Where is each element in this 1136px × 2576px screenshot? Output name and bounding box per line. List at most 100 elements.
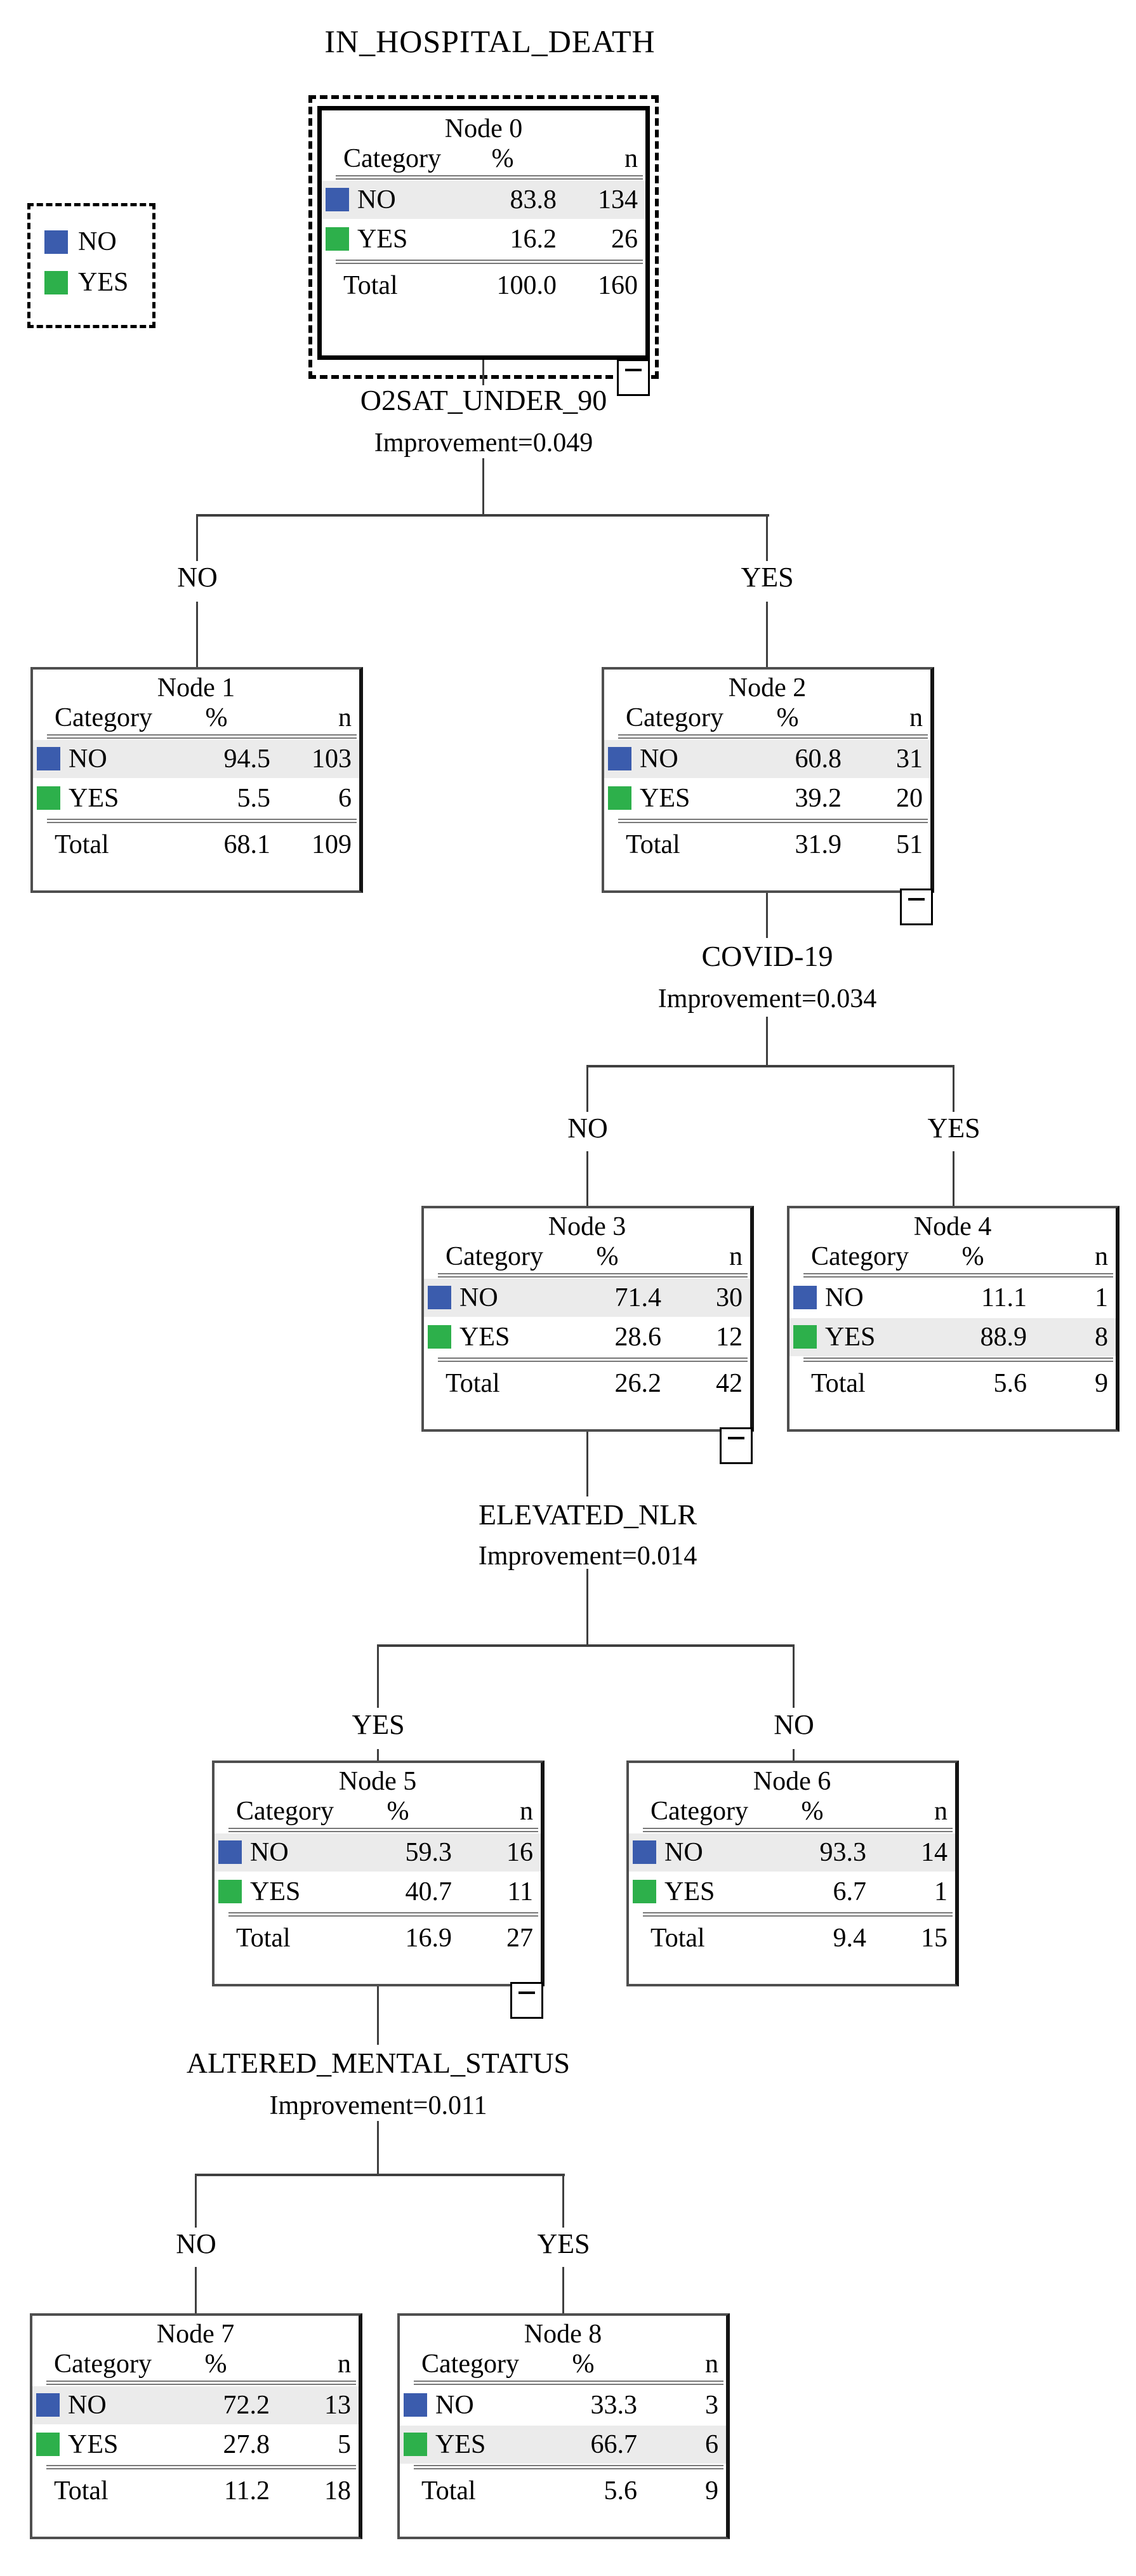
- yes-green-swatch-icon: [633, 1880, 656, 1903]
- total-count: 42: [716, 1369, 743, 1398]
- category-percent: 5.5: [237, 784, 271, 813]
- category-row-no: NO 59.3 16: [215, 1833, 541, 1872]
- yes-green-swatch-icon: [608, 786, 631, 810]
- category-row-yes: YES 40.7 11: [215, 1873, 541, 1911]
- node-2[interactable]: Node 2 Category % n NO 60.8 31 YES 39.2 …: [602, 667, 934, 893]
- total-label: Total: [236, 1924, 291, 1953]
- minus-icon: [518, 1991, 535, 1994]
- split-variable-label: COVID-19: [701, 940, 833, 972]
- collapse-button-node-5[interactable]: [510, 1982, 543, 2019]
- collapse-button-node-3[interactable]: [720, 1427, 753, 1464]
- connector-line: [377, 1749, 379, 1760]
- total-row: Total 100.0 160: [322, 267, 645, 305]
- total-percent: 11.2: [224, 2476, 270, 2506]
- total-row: Total 16.9 27: [215, 1919, 541, 1957]
- category-label: NO: [825, 1283, 864, 1312]
- total-count: 160: [598, 271, 638, 300]
- column-header-category: Category: [446, 1242, 543, 1271]
- column-header-n: n: [729, 1242, 743, 1271]
- category-label: YES: [435, 2430, 486, 2459]
- node-4[interactable]: Node 4 Category % n NO 11.1 1 YES 88.9 8…: [787, 1206, 1119, 1432]
- node-5[interactable]: Node 5 Category % n NO 59.3 16 YES 40.7 …: [212, 1760, 545, 1986]
- minus-icon: [728, 1437, 744, 1439]
- category-percent: 66.7: [590, 2430, 638, 2459]
- split-improvement-label: Improvement=0.014: [478, 1542, 697, 1571]
- connector-line: [766, 514, 768, 561]
- total-label: Total: [55, 830, 109, 859]
- node-1[interactable]: Node 1 Category % n NO 94.5 103 YES 5.5 …: [30, 667, 363, 893]
- node-6[interactable]: Node 6 Category % n NO 93.3 14 YES 6.7 1…: [626, 1760, 959, 1986]
- connector-line: [377, 2121, 379, 2175]
- category-count: 5: [338, 2430, 351, 2459]
- connector-line: [766, 1017, 768, 1066]
- connector-line: [482, 458, 484, 517]
- total-percent: 68.1: [223, 830, 271, 859]
- connector-line: [195, 2174, 197, 2228]
- category-label: YES: [825, 1323, 876, 1352]
- category-count: 11: [507, 1877, 533, 1906]
- divider: [414, 2465, 723, 2469]
- total-label: Total: [626, 830, 680, 859]
- node-8[interactable]: Node 8 Category % n NO 33.3 3 YES 66.7 6…: [397, 2313, 730, 2539]
- no-blue-swatch-icon: [37, 747, 60, 770]
- node-title: Node 8: [524, 2320, 602, 2349]
- connector-line: [196, 602, 198, 667]
- total-row: Total 5.6 9: [400, 2472, 726, 2510]
- column-header-percent: %: [204, 2349, 227, 2379]
- total-row: Total 68.1 109: [33, 826, 359, 864]
- category-row-yes: YES 88.9 8: [789, 1318, 1116, 1356]
- category-row-no: NO 72.2 13: [32, 2386, 359, 2424]
- column-header-percent: %: [776, 703, 799, 732]
- column-header-n: n: [338, 703, 352, 732]
- total-count: 9: [1095, 1369, 1108, 1398]
- total-label: Total: [651, 1924, 705, 1953]
- connector-line: [766, 893, 768, 938]
- divider: [438, 1273, 748, 1278]
- connector-line: [586, 1065, 588, 1112]
- branch-label: YES: [537, 2228, 590, 2259]
- category-row-no: NO 33.3 3: [400, 2386, 726, 2424]
- column-header-category: Category: [236, 1797, 334, 1826]
- node-title: Node 4: [913, 1212, 992, 1241]
- divider: [618, 734, 928, 739]
- no-blue-swatch-icon: [404, 2393, 427, 2417]
- column-header-category: Category: [651, 1797, 748, 1826]
- yes-green-swatch-icon: [404, 2433, 427, 2456]
- category-row-yes: YES 28.6 12: [424, 1318, 750, 1356]
- split-improvement-label: Improvement=0.034: [657, 984, 877, 1014]
- connector-rail: [377, 1644, 795, 1647]
- yes-green-swatch-icon: [326, 227, 349, 251]
- column-header-n: n: [934, 1797, 948, 1826]
- category-row-no: NO 11.1 1: [789, 1279, 1116, 1317]
- category-label: YES: [459, 1323, 510, 1352]
- divider: [618, 819, 928, 823]
- category-row-no: NO 60.8 31: [604, 740, 930, 778]
- no-blue-swatch-icon: [633, 1840, 656, 1864]
- total-row: Total 31.9 51: [604, 826, 930, 864]
- minus-icon: [908, 898, 925, 901]
- total-count: 27: [506, 1924, 533, 1953]
- column-header-category: Category: [421, 2349, 519, 2379]
- divider: [47, 734, 357, 739]
- column-header-percent: %: [205, 703, 228, 732]
- node-7[interactable]: Node 7 Category % n NO 72.2 13 YES 27.8 …: [30, 2313, 362, 2539]
- node-3[interactable]: Node 3 Category % n NO 71.4 30 YES 28.6 …: [421, 1206, 754, 1432]
- collapse-button-node-0[interactable]: [617, 359, 650, 396]
- split-improvement-label: Improvement=0.011: [269, 2091, 487, 2120]
- category-label: NO: [459, 1283, 498, 1312]
- no-blue-swatch-icon: [218, 1840, 242, 1864]
- node-title: Node 7: [156, 2320, 235, 2349]
- divider: [414, 2381, 723, 2385]
- node-0[interactable]: Node 0 Category % n NO 83.8 134 YES 16.2…: [317, 106, 650, 360]
- column-header-percent: %: [801, 1797, 824, 1826]
- yes-green-swatch-icon: [44, 270, 68, 294]
- category-row-yes: YES 6.7 1: [629, 1873, 955, 1911]
- divider: [438, 1357, 748, 1362]
- yes-green-swatch-icon: [428, 1325, 451, 1349]
- category-row-no: NO 94.5 103: [33, 740, 359, 778]
- category-percent: 16.2: [510, 225, 557, 254]
- category-percent: 39.2: [795, 784, 842, 813]
- collapse-button-node-2[interactable]: [900, 888, 933, 925]
- category-percent: 83.8: [510, 185, 557, 215]
